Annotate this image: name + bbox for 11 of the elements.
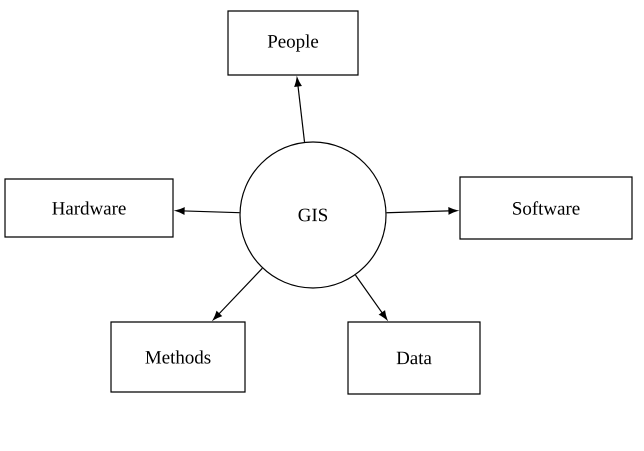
arrow (354, 274, 388, 320)
circle-node: GIS (239, 141, 387, 289)
component-box: Hardware (4, 178, 174, 238)
component-box: Software (459, 176, 633, 240)
component-box: People (227, 10, 359, 76)
arrow (294, 78, 306, 142)
component-box: Methods (110, 321, 246, 393)
arrow (386, 207, 458, 214)
arrow (212, 268, 263, 320)
arrow (176, 207, 240, 215)
component-box: Data (347, 321, 481, 395)
